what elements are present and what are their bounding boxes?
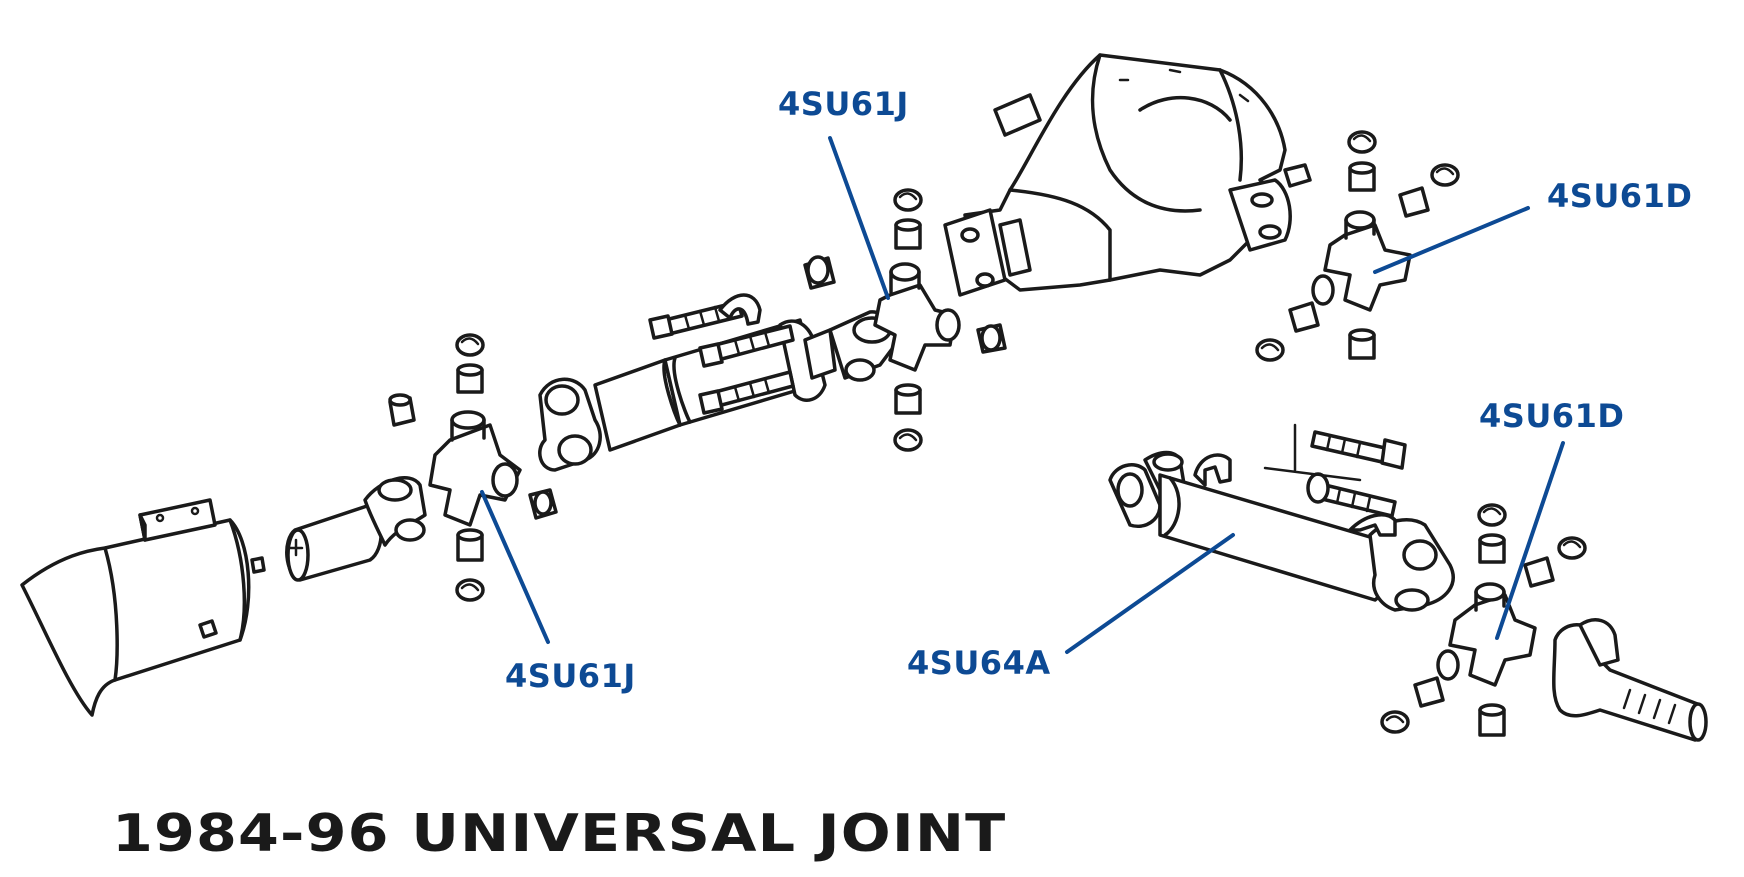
leader-front-left (480, 490, 550, 644)
callout-label-front-left: 4SU61J (505, 657, 636, 695)
leader-front-upper (828, 136, 890, 300)
callout-label-rear-lower: 4SU61D (1479, 397, 1625, 435)
u-joint-rear-upper (1255, 130, 1460, 362)
slip-yoke-front (285, 476, 427, 582)
output-yoke (1552, 618, 1708, 742)
driveshaft-lower (1108, 423, 1455, 612)
leader-driveshaft (1065, 533, 1235, 654)
leader-rear-axle (1373, 206, 1530, 274)
callout-label-front-upper: 4SU61J (778, 85, 909, 123)
page-title: 1984-96 UNIVERSAL JOINT (112, 804, 1007, 864)
leader-rear-lower (1495, 441, 1565, 640)
u-joint-upper (873, 188, 1007, 452)
callout-label-rear-axle: 4SU61D (1547, 177, 1693, 215)
u-joint-rear-lower (1380, 503, 1587, 737)
transmission-housing (20, 498, 266, 717)
callout-label-driveshaft: 4SU64A (907, 644, 1051, 682)
callout-leaders (480, 136, 1565, 654)
u-joint-front (388, 333, 558, 602)
driveshaft-upper (538, 255, 898, 472)
differential-housing (943, 53, 1312, 297)
